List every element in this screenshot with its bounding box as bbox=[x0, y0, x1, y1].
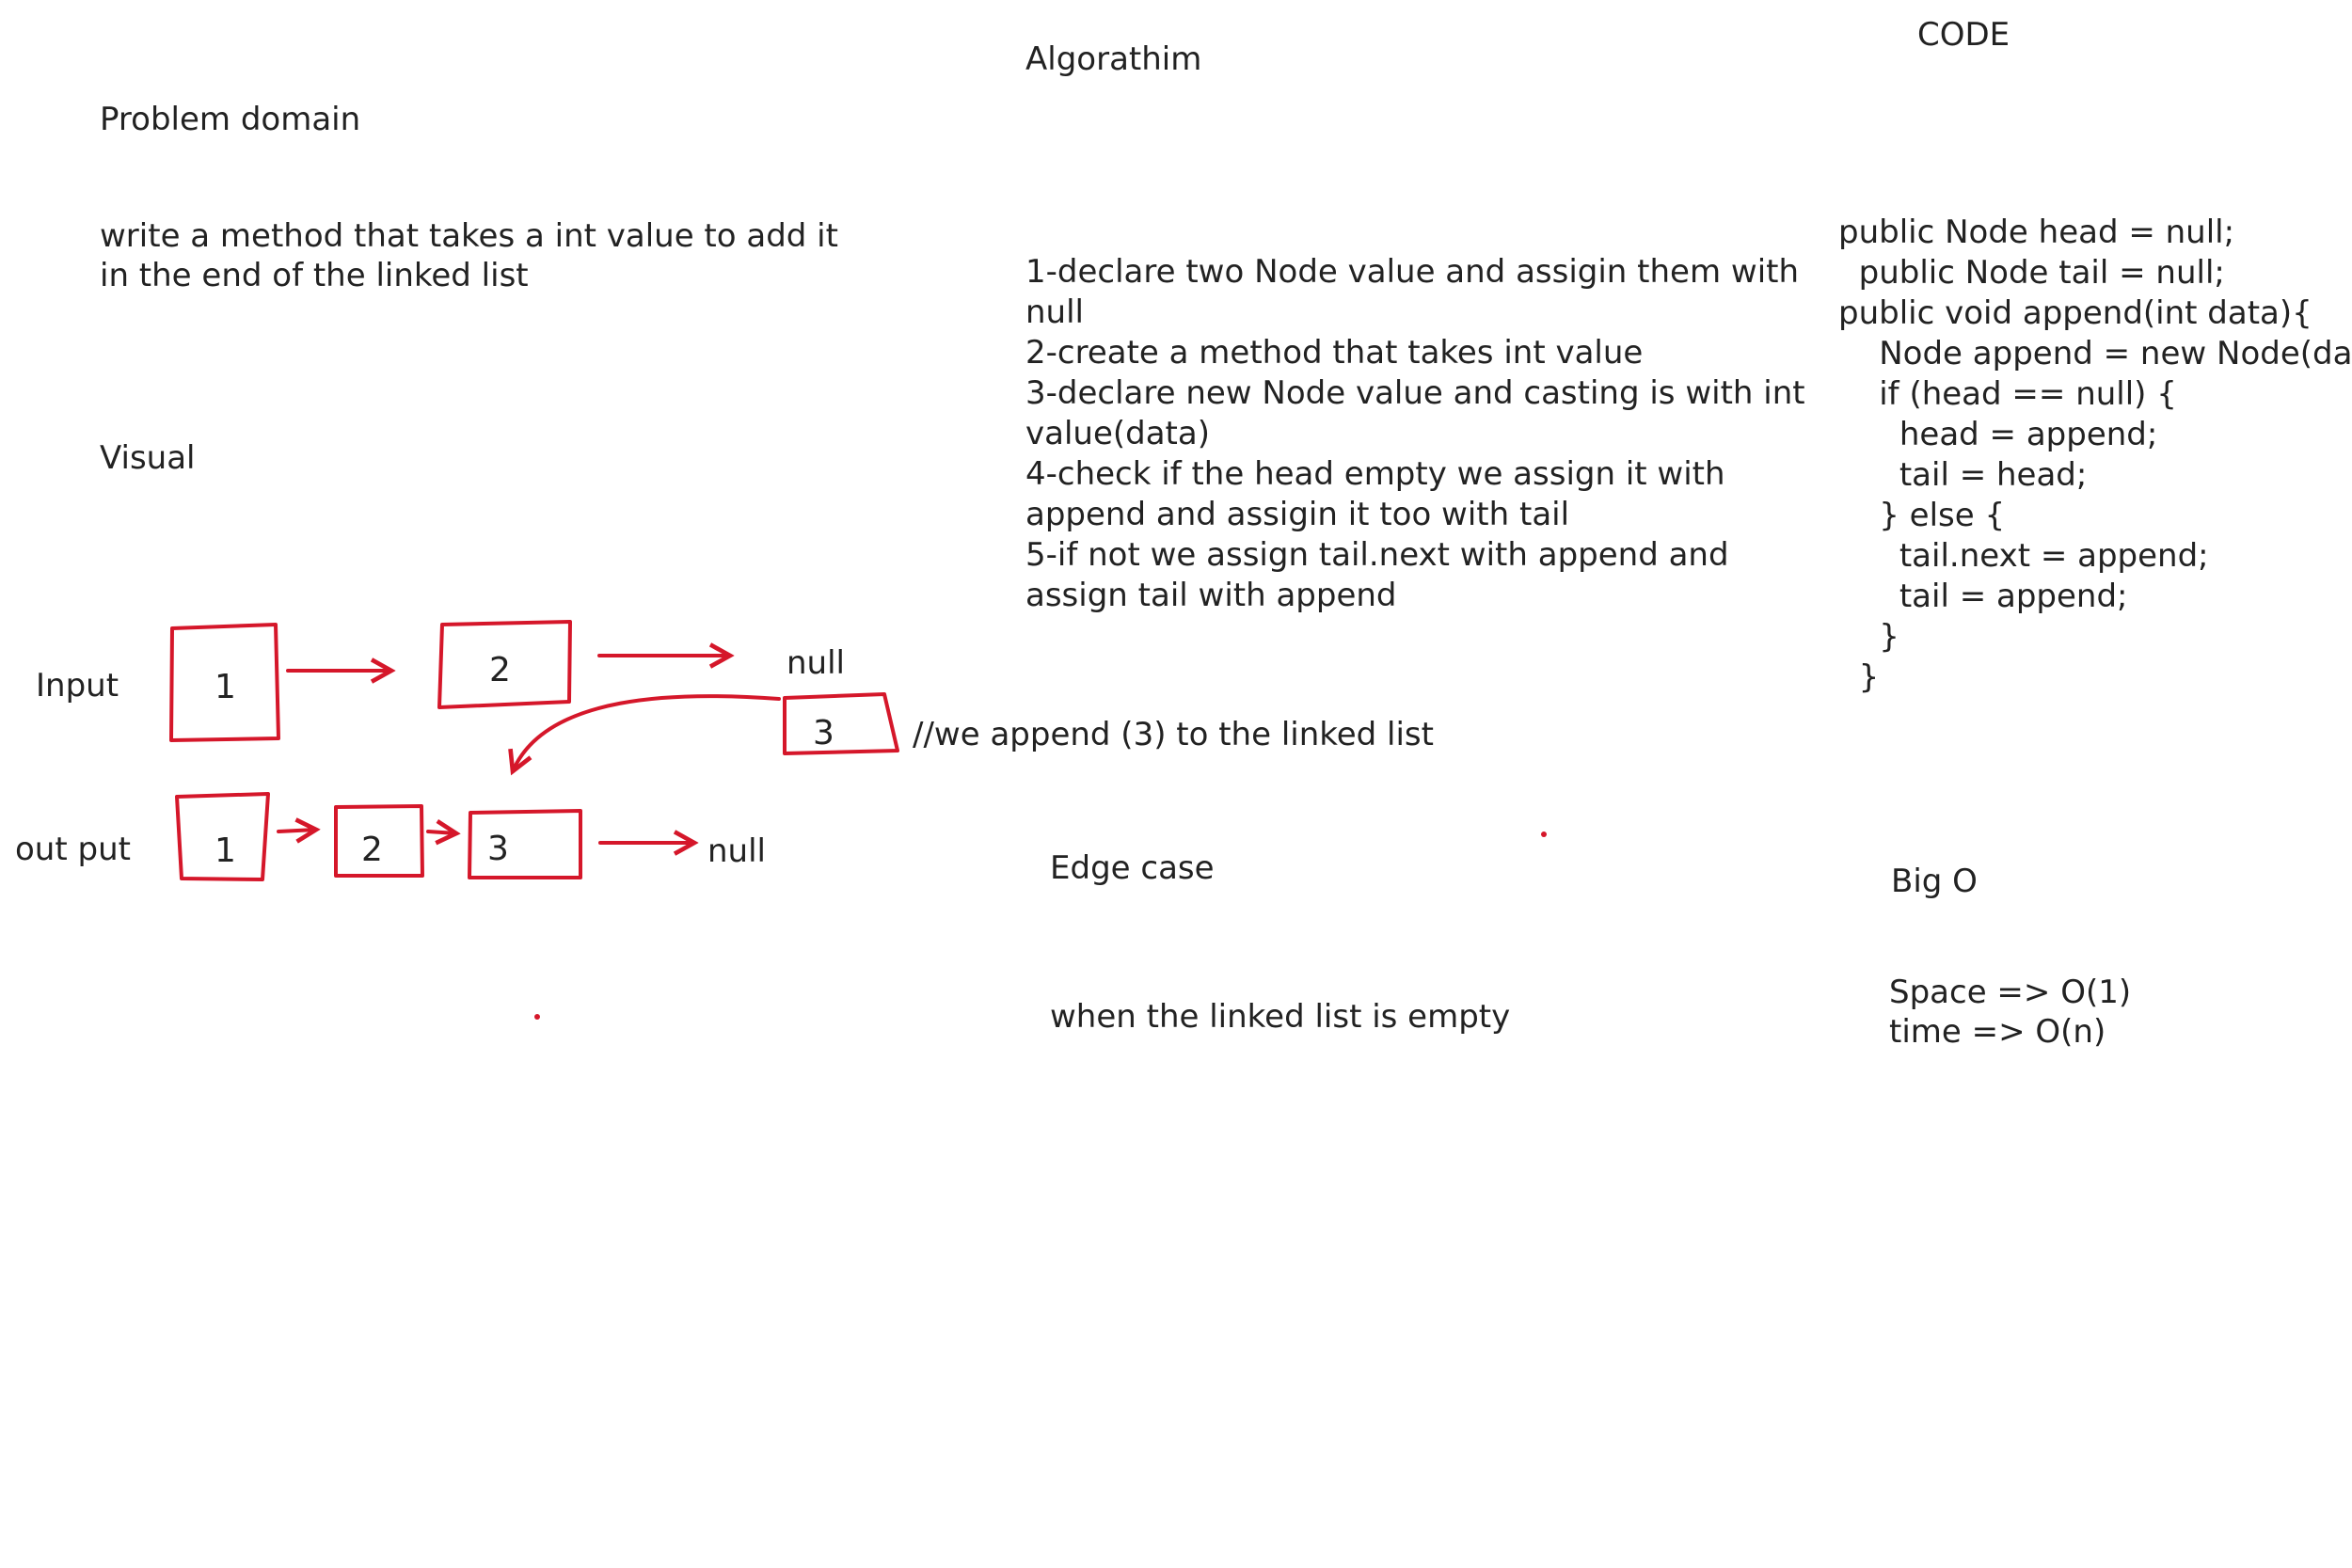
code-line: public void append(int data){ bbox=[1838, 294, 2312, 332]
output-label: out put bbox=[15, 831, 131, 868]
algorithm-line: append and assigin it too with tail bbox=[1025, 496, 1570, 533]
stray-dot bbox=[534, 1014, 540, 1020]
algorithm-line: value(data) bbox=[1025, 415, 1210, 452]
output-node-3-value: 3 bbox=[487, 830, 509, 868]
code-block: public Node head = null; public Node tai… bbox=[1838, 213, 2352, 698]
problem-domain-line-1: write a method that takes a int value to… bbox=[100, 217, 838, 255]
visual-heading: Visual bbox=[100, 439, 196, 477]
algorithm-line: 1-declare two Node value and assigin the… bbox=[1025, 253, 1800, 291]
append-curve-arrow bbox=[513, 694, 781, 771]
output-arrow-1 bbox=[277, 830, 316, 832]
big-o-time: time => O(n) bbox=[1889, 1013, 2106, 1051]
code-line: tail = append; bbox=[1838, 578, 2128, 615]
output-node-2-value: 2 bbox=[361, 831, 383, 869]
problem-domain-heading: Problem domain bbox=[100, 101, 361, 138]
input-node-2-value: 2 bbox=[489, 651, 511, 689]
code-heading: CODE bbox=[1917, 16, 2010, 54]
algorithm-line: 5-if not we assign tail.next with append… bbox=[1025, 536, 1729, 574]
big-o-heading: Big O bbox=[1891, 863, 1978, 900]
output-node-1-value: 1 bbox=[215, 832, 236, 870]
code-line: public Node tail = null; bbox=[1838, 254, 2225, 292]
stray-dot bbox=[1541, 832, 1547, 837]
big-o-space: Space => O(1) bbox=[1889, 974, 2132, 1011]
algorithm-line: null bbox=[1025, 293, 1084, 331]
output-null-label: null bbox=[707, 832, 766, 870]
input-node-2-box bbox=[437, 620, 572, 709]
code-line: if (head == null) { bbox=[1838, 375, 2177, 413]
edge-case-heading: Edge case bbox=[1050, 849, 1215, 887]
edge-case-text: when the linked list is empty bbox=[1050, 998, 1511, 1036]
code-line: } bbox=[1838, 658, 1880, 696]
output-arrow-2 bbox=[426, 832, 456, 833]
output-node-2-box bbox=[334, 804, 424, 878]
algorithm-line: 4-check if the head empty we assign it w… bbox=[1025, 455, 1725, 493]
input-label: Input bbox=[36, 667, 119, 705]
appended-node-value: 3 bbox=[813, 714, 834, 752]
code-line: Node append = new Node(data); bbox=[1838, 335, 2352, 372]
appended-node-box bbox=[783, 692, 899, 755]
problem-domain-line-2: in the end of the linked list bbox=[100, 257, 529, 294]
algorithm-heading: Algorathim bbox=[1025, 40, 1202, 78]
output-node-1-box bbox=[175, 792, 270, 881]
input-null-label: null bbox=[787, 644, 845, 682]
algorithm-line: 2-create a method that takes int value bbox=[1025, 334, 1644, 372]
algorithm-steps: 1-declare two Node value and assigin the… bbox=[1025, 252, 1805, 616]
code-line: } else { bbox=[1838, 497, 2006, 534]
code-line: tail = head; bbox=[1838, 456, 2088, 494]
input-node-1-value: 1 bbox=[215, 668, 236, 706]
input-node-1-box bbox=[169, 623, 280, 742]
algorithm-line: assign tail with append bbox=[1025, 577, 1397, 614]
code-line: public Node head = null; bbox=[1838, 214, 2235, 251]
append-comment: //we append (3) to the linked list bbox=[913, 716, 1434, 753]
code-line: head = append; bbox=[1838, 416, 2158, 453]
output-node-3-box bbox=[468, 809, 582, 879]
code-line: } bbox=[1838, 618, 1899, 656]
algorithm-line: 3-declare new Node value and casting is … bbox=[1025, 374, 1805, 412]
code-line: tail.next = append; bbox=[1838, 537, 2209, 575]
